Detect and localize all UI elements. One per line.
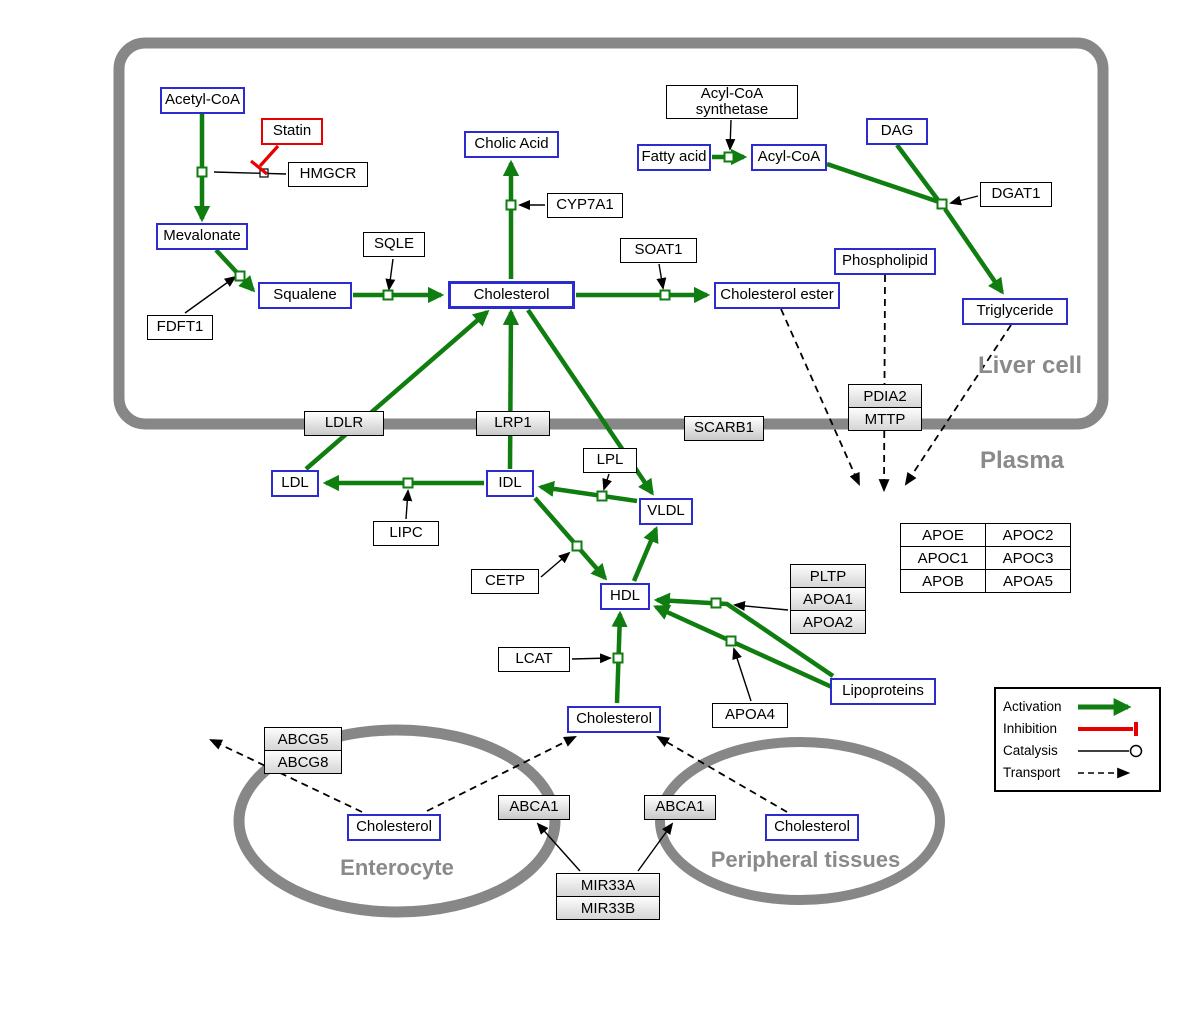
node-lipc[interactable]: LIPC (373, 521, 439, 546)
node-mir33a[interactable]: MIR33A (556, 873, 660, 897)
node-apob[interactable]: APOB (900, 569, 986, 593)
node-apoc3[interactable]: APOC3 (985, 546, 1071, 570)
legend-catalysis-label: Catalysis (1003, 743, 1058, 758)
node-hdl[interactable]: HDL (600, 583, 650, 610)
cell-membranes (113, 37, 1109, 918)
node-abcg5[interactable]: ABCG5 (264, 727, 342, 751)
enterocyte-label: Enterocyte (340, 855, 454, 880)
node-cholesterol-ester[interactable]: Cholesterol ester (714, 282, 840, 309)
node-cholesterol-peripheral[interactable]: Cholesterol (765, 814, 859, 841)
node-dag[interactable]: DAG (866, 118, 928, 145)
complex-pdia2-mttp: PDIA2 MTTP (848, 384, 922, 431)
liver-cell-membrane (113, 37, 1109, 430)
node-phospholipid[interactable]: Phospholipid (834, 248, 936, 275)
node-cyp7a1[interactable]: CYP7A1 (547, 193, 623, 218)
node-fdft1[interactable]: FDFT1 (147, 315, 213, 340)
node-mevalonate[interactable]: Mevalonate (156, 223, 248, 250)
node-idl[interactable]: IDL (486, 470, 534, 497)
node-abca1-enterocyte[interactable]: ABCA1 (498, 795, 570, 820)
node-statin[interactable]: Statin (261, 118, 323, 145)
legend-transport-label: Transport (1003, 765, 1061, 780)
node-apoe[interactable]: APOE (900, 523, 986, 547)
complex-pltp-apoa: PLTP APOA1 APOA2 (790, 564, 866, 634)
node-cholesterol-enterocyte[interactable]: Cholesterol (347, 814, 441, 841)
peripheral-tissues-membrane (655, 737, 945, 905)
node-dgat1[interactable]: DGAT1 (980, 182, 1052, 207)
node-lrp1[interactable]: LRP1 (476, 411, 550, 436)
node-apoc1[interactable]: APOC1 (900, 546, 986, 570)
legend-activation-label: Activation (1003, 699, 1062, 714)
node-fatty-acid[interactable]: Fatty acid (637, 144, 711, 171)
node-cetp[interactable]: CETP (471, 569, 539, 594)
node-vldl[interactable]: VLDL (639, 498, 693, 525)
node-abcg8[interactable]: ABCG8 (264, 750, 342, 774)
peripheral-tissues-label: Peripheral tissues (710, 847, 901, 872)
reaction-nodes (196, 151, 948, 664)
apolipoprotein-table: APOE APOC2 APOC1 APOC3 APOB APOA5 (900, 523, 1072, 593)
node-pdia2[interactable]: PDIA2 (848, 384, 922, 408)
activation-edges (193, 114, 1004, 704)
node-acetyl-coa[interactable]: Acetyl-CoA (160, 87, 245, 114)
inhibition-edge (249, 144, 280, 176)
node-abca1-peripheral[interactable]: ABCA1 (644, 795, 716, 820)
node-apoa2[interactable]: APOA2 (790, 610, 866, 634)
node-mir33b[interactable]: MIR33B (556, 896, 660, 920)
node-lipoproteins[interactable]: Lipoproteins (830, 678, 936, 705)
legend-graphics (994, 687, 1161, 792)
node-lpl[interactable]: LPL (583, 448, 637, 473)
complex-abcg5-abcg8: ABCG5 ABCG8 (264, 727, 342, 774)
node-triglyceride[interactable]: Triglyceride (962, 298, 1068, 325)
node-acyl-coa-synthetase[interactable]: Acyl-CoA synthetase (666, 85, 798, 119)
complex-mir33: MIR33A MIR33B (556, 873, 660, 920)
node-ldlr[interactable]: LDLR (304, 411, 384, 436)
node-hmgcr[interactable]: HMGCR (288, 162, 368, 187)
plasma-label: Plasma (979, 447, 1065, 474)
node-apoa5[interactable]: APOA5 (985, 569, 1071, 593)
legend-inhibition-label: Inhibition (1003, 721, 1058, 736)
node-sqle[interactable]: SQLE (363, 232, 425, 257)
node-ldl[interactable]: LDL (271, 470, 319, 497)
node-mttp[interactable]: MTTP (848, 407, 922, 431)
node-squalene[interactable]: Squalene (258, 282, 352, 309)
node-scarb1[interactable]: SCARB1 (684, 416, 764, 441)
liver-cell-label: Liver cell (977, 352, 1083, 379)
node-cholic-acid[interactable]: Cholic Acid (464, 131, 559, 158)
transport-edges (209, 274, 1012, 813)
node-acyl-coa[interactable]: Acyl-CoA (751, 144, 827, 171)
catalysis-circle (1129, 744, 1143, 758)
catalysis-edges (184, 119, 979, 872)
enterocyte-membrane (233, 724, 561, 918)
legend-box (994, 687, 1161, 792)
node-apoa1[interactable]: APOA1 (790, 587, 866, 611)
node-pltp[interactable]: PLTP (790, 564, 866, 588)
node-apoc2[interactable]: APOC2 (985, 523, 1071, 547)
node-lcat[interactable]: LCAT (498, 647, 570, 672)
node-cholesterol-liver[interactable]: Cholesterol (448, 281, 575, 309)
node-cholesterol-plasma[interactable]: Cholesterol (567, 706, 661, 733)
node-apoa4[interactable]: APOA4 (712, 703, 788, 728)
node-soat1[interactable]: SOAT1 (620, 238, 697, 263)
